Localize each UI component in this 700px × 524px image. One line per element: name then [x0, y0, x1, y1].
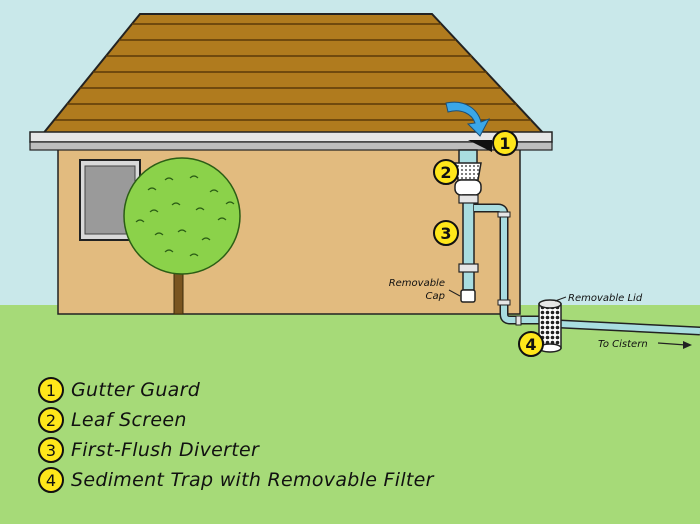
badge-3-number: 3	[440, 224, 451, 243]
legend-badge-3: 3	[38, 437, 64, 463]
badge-2: 2	[433, 159, 459, 185]
badge-1-number: 1	[499, 134, 510, 153]
removable-lid-label: Removable Lid	[568, 293, 643, 304]
to-cistern-label: To Cistern	[598, 339, 648, 350]
removable-cap-leader	[448, 289, 461, 297]
sediment-trap	[538, 299, 562, 353]
conveyance-pipe	[474, 203, 540, 326]
badge-1: 1	[492, 130, 518, 156]
badge-3: 3	[433, 220, 459, 246]
gutter	[29, 131, 553, 151]
legend-badge-4: 4	[38, 467, 64, 493]
badge-4: 4	[518, 331, 544, 357]
removable-lid-leader	[554, 296, 567, 302]
legend-item-gutter-guard: 1 Gutter Guard	[38, 374, 658, 406]
legend-badge-1: 1	[38, 377, 64, 403]
badge-4-number: 4	[525, 335, 536, 354]
gutter-guard	[468, 140, 492, 152]
water-flow-arrow-icon	[445, 101, 491, 137]
legend-item-leaf-screen: 2 Leaf Screen	[38, 404, 658, 436]
ground	[0, 305, 700, 524]
legend-label-3: First-Flush Diverter	[71, 439, 260, 461]
cistern-arrow-icon	[657, 341, 692, 349]
legend-label-1: Gutter Guard	[71, 379, 201, 401]
legend: 1 Gutter Guard 2 Leaf Screen 3 First-Flu…	[38, 374, 658, 494]
removable-cap-label-line1: Removable	[389, 278, 445, 289]
downspout	[458, 149, 478, 165]
legend-item-sediment-trap: 4 Sediment Trap with Removable Filter	[38, 464, 658, 496]
tree	[123, 157, 241, 315]
leaf-screen	[454, 162, 482, 196]
cistern-pipe	[559, 319, 700, 336]
first-flush-diverter	[458, 194, 479, 303]
legend-badge-2: 2	[38, 407, 64, 433]
legend-label-2: Leaf Screen	[71, 409, 187, 431]
legend-label-4: Sediment Trap with Removable Filter	[71, 469, 434, 491]
removable-cap-label-line2: Cap	[426, 291, 445, 302]
badge-2-number: 2	[440, 163, 451, 182]
legend-item-first-flush-diverter: 3 First-Flush Diverter	[38, 434, 658, 466]
